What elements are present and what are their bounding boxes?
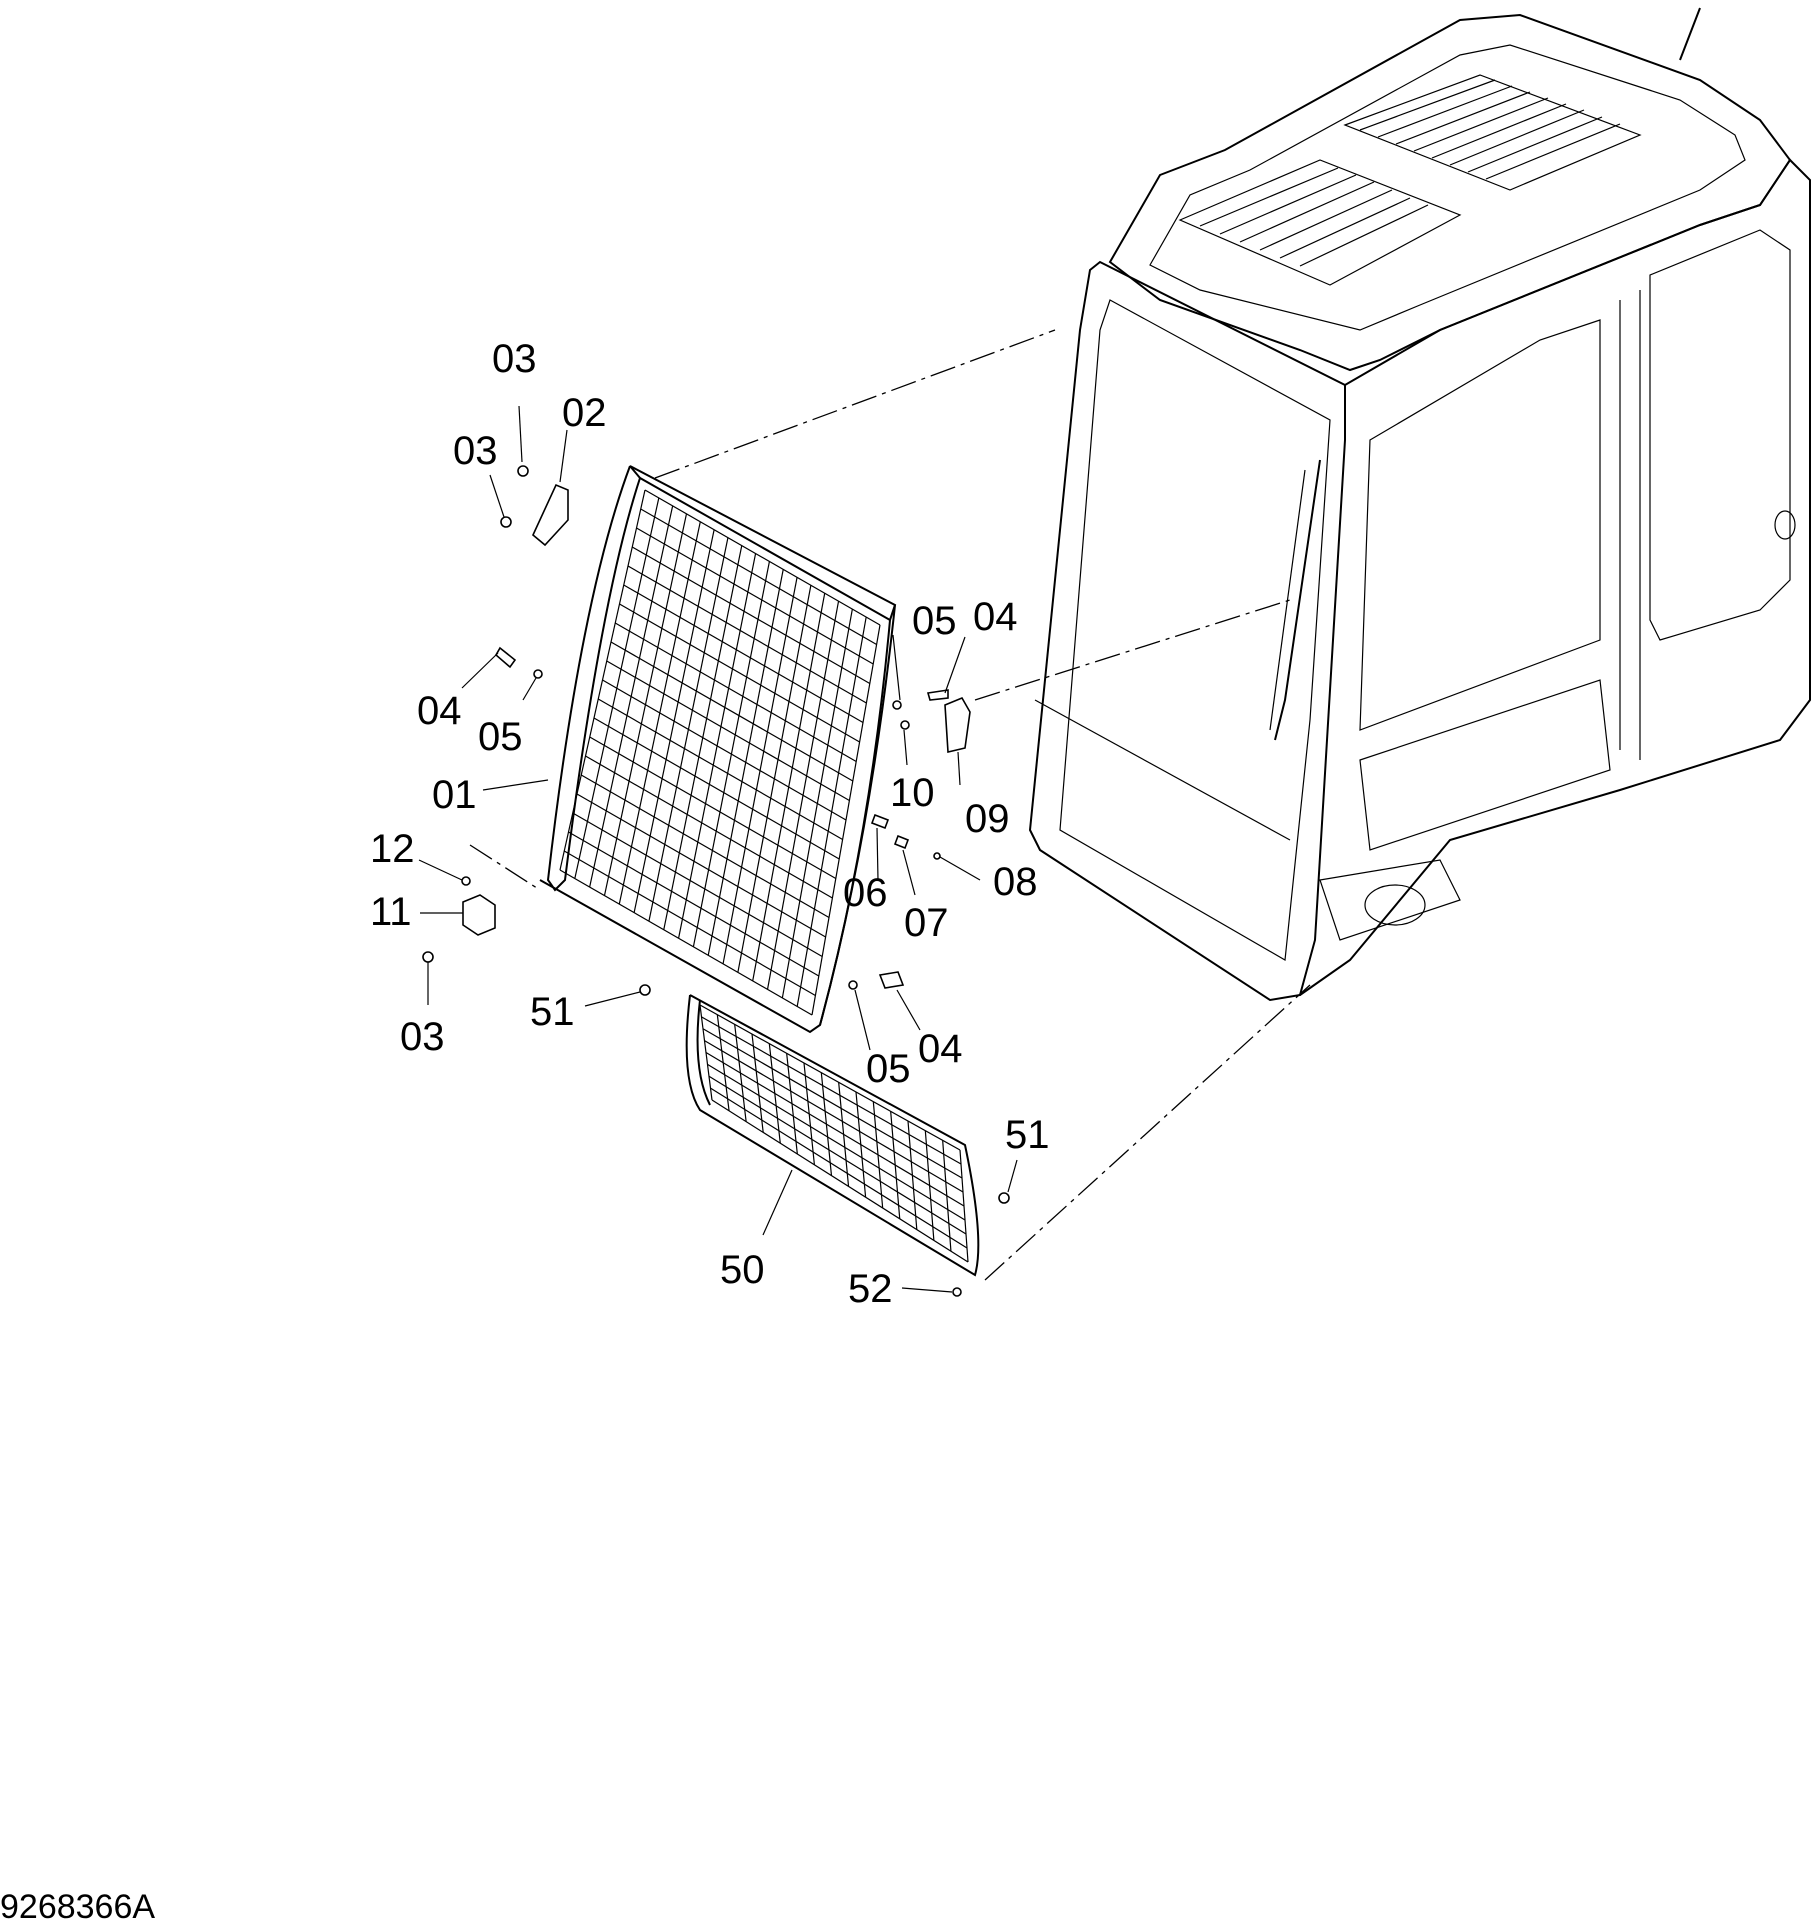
guard-01-mesh bbox=[559, 489, 881, 1016]
cab-side-window bbox=[1359, 319, 1601, 731]
callout-04: 04 bbox=[918, 1027, 963, 1071]
cab-lower-lamp bbox=[1364, 884, 1426, 926]
callout-52: 52 bbox=[848, 1267, 893, 1311]
cab-wiper bbox=[1274, 459, 1321, 741]
lower-front-guard bbox=[685, 994, 980, 1277]
callout-07: 07 bbox=[904, 901, 949, 945]
mesh-wire bbox=[631, 546, 871, 685]
pin-06 bbox=[870, 813, 890, 830]
mesh-wire bbox=[705, 1051, 965, 1207]
callout-labels: 03 02 03 04 05 01 12 11 03 51 05 04 10 0… bbox=[370, 337, 1050, 1311]
mesh-wire bbox=[593, 717, 840, 860]
callout-04: 04 bbox=[973, 595, 1018, 639]
mesh-wire bbox=[602, 679, 847, 821]
operator-cab bbox=[1028, 7, 1811, 1002]
mesh-wire bbox=[702, 1028, 963, 1179]
cab-sunroof bbox=[1178, 74, 1642, 286]
hinge-11 bbox=[462, 894, 496, 936]
cab-front-frame bbox=[1028, 260, 1346, 1002]
cab-door-window bbox=[1649, 229, 1791, 641]
callout-50: 50 bbox=[720, 1248, 765, 1292]
callout-05: 05 bbox=[866, 1047, 911, 1091]
mesh-wire bbox=[627, 565, 867, 704]
assembly-lines bbox=[469, 329, 1311, 1281]
mesh-wire bbox=[640, 508, 877, 646]
mesh-wire bbox=[585, 755, 833, 899]
callout-51: 51 bbox=[1005, 1113, 1050, 1157]
document-number: 9268366A bbox=[0, 1888, 156, 1926]
mesh-wire bbox=[580, 774, 830, 919]
mesh-wire bbox=[710, 1087, 968, 1249]
bracket-02 bbox=[532, 483, 569, 547]
latch-09 bbox=[944, 696, 971, 753]
mesh-wire bbox=[711, 1099, 969, 1263]
mesh-wire bbox=[623, 584, 864, 724]
callout-03: 03 bbox=[453, 429, 498, 473]
guard-50-frame bbox=[685, 994, 980, 1277]
bolt-04-lower bbox=[878, 971, 905, 989]
callout-12: 12 bbox=[370, 827, 415, 871]
callout-11: 11 bbox=[370, 890, 412, 934]
callout-05: 05 bbox=[912, 599, 957, 643]
hardware-parts bbox=[422, 465, 1010, 1297]
mesh-wire bbox=[619, 603, 860, 743]
mesh-wire bbox=[707, 1063, 966, 1221]
mesh-wire bbox=[568, 831, 820, 977]
cab-front-glass bbox=[1059, 299, 1331, 961]
callout-10: 10 bbox=[890, 771, 935, 815]
mesh-wire bbox=[606, 660, 850, 802]
mesh-wire bbox=[559, 869, 813, 1016]
bolt-04-left bbox=[494, 646, 517, 669]
spring-07 bbox=[893, 834, 910, 850]
cab-antenna bbox=[1679, 7, 1701, 61]
mesh-wire bbox=[701, 1016, 962, 1165]
callout-51: 51 bbox=[530, 990, 575, 1034]
callout-leaders bbox=[418, 405, 1018, 1293]
upper-front-guard bbox=[539, 465, 897, 1034]
mesh-wire bbox=[597, 698, 843, 841]
callout-08: 08 bbox=[993, 860, 1038, 904]
guard-01-frame bbox=[539, 465, 892, 1034]
callout-09: 09 bbox=[965, 797, 1010, 841]
callout-05: 05 bbox=[478, 715, 523, 759]
callout-06: 06 bbox=[843, 871, 888, 915]
callout-04: 04 bbox=[417, 689, 462, 733]
guard-50-mesh bbox=[699, 1004, 969, 1263]
cab-roof bbox=[1108, 13, 1792, 372]
bolt-04-right bbox=[926, 689, 949, 701]
mesh-wire bbox=[563, 850, 816, 997]
mesh-wire bbox=[708, 1075, 967, 1235]
callout-01: 01 bbox=[432, 773, 477, 817]
cab-side-wall bbox=[1299, 158, 1811, 996]
callout-02: 02 bbox=[562, 391, 607, 435]
mesh-wire bbox=[610, 641, 854, 782]
cab-roof-inner bbox=[1149, 44, 1746, 331]
mesh-wire bbox=[644, 489, 881, 626]
mesh-wire bbox=[572, 812, 823, 958]
callout-03: 03 bbox=[400, 1015, 445, 1059]
mesh-wire bbox=[636, 527, 874, 665]
callout-03: 03 bbox=[492, 337, 537, 381]
mesh-wire bbox=[704, 1040, 964, 1193]
mesh-wire bbox=[576, 793, 826, 938]
mesh-wire bbox=[589, 736, 837, 880]
mesh-wire bbox=[614, 622, 857, 763]
mesh-wire bbox=[699, 1004, 961, 1151]
